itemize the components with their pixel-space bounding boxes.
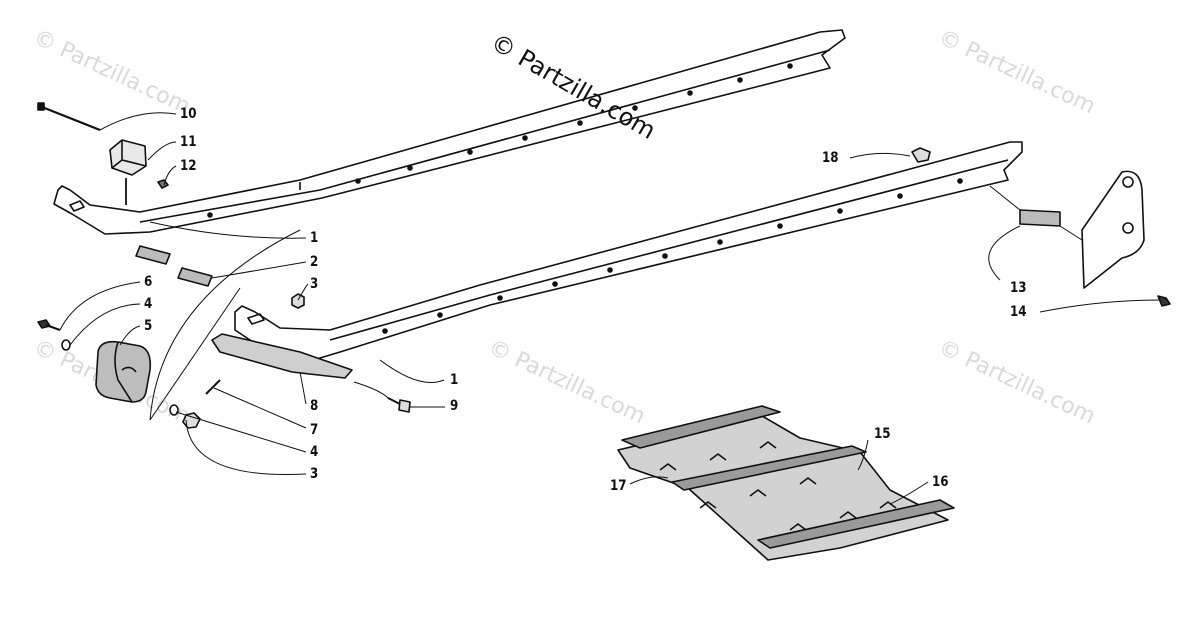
nut-small <box>157 179 169 189</box>
bolt-side <box>37 319 61 331</box>
callout-2: 2 <box>310 254 319 270</box>
callout-1-lower: 1 <box>450 372 459 388</box>
washer-lower <box>169 404 179 416</box>
shock-pad <box>95 340 152 403</box>
callout-14: 14 <box>1010 304 1027 320</box>
callout-1-upper: 1 <box>310 230 319 246</box>
bolt-ski <box>387 397 411 413</box>
screw <box>205 379 221 395</box>
callout-18: 18 <box>822 150 839 166</box>
spacer-upper <box>135 245 171 265</box>
callout-4-upper: 4 <box>144 296 153 312</box>
callout-9: 9 <box>450 398 459 414</box>
nut-upper <box>291 293 305 309</box>
callout-5: 5 <box>144 318 153 334</box>
callout-11: 11 <box>180 134 197 150</box>
plug <box>911 147 931 163</box>
washer-upper <box>61 339 71 351</box>
callout-12: 12 <box>180 158 197 174</box>
track-section <box>617 405 955 561</box>
bolt-plate <box>1157 295 1171 307</box>
callout-10: 10 <box>180 106 197 122</box>
nut-lower <box>182 412 201 429</box>
callout-15: 15 <box>874 426 891 442</box>
bracket-block <box>109 139 147 205</box>
leader-lines <box>59 112 1161 505</box>
bracket-plate <box>1081 170 1145 289</box>
callout-6: 6 <box>144 274 153 290</box>
callout-17: 17 <box>610 478 627 494</box>
ski-runner-upper <box>53 29 846 235</box>
callout-3-upper: 3 <box>310 276 319 292</box>
callout-16: 16 <box>932 474 949 490</box>
callout-4-lower: 4 <box>310 444 319 460</box>
bolt-top <box>37 102 101 132</box>
spacer-lower <box>177 267 213 287</box>
mounting-plate <box>1019 209 1061 227</box>
callout-7: 7 <box>310 422 319 438</box>
wear-bar <box>211 333 353 379</box>
callout-8: 8 <box>310 398 319 414</box>
callout-13: 13 <box>1010 280 1027 296</box>
callout-3-lower: 3 <box>310 466 319 482</box>
